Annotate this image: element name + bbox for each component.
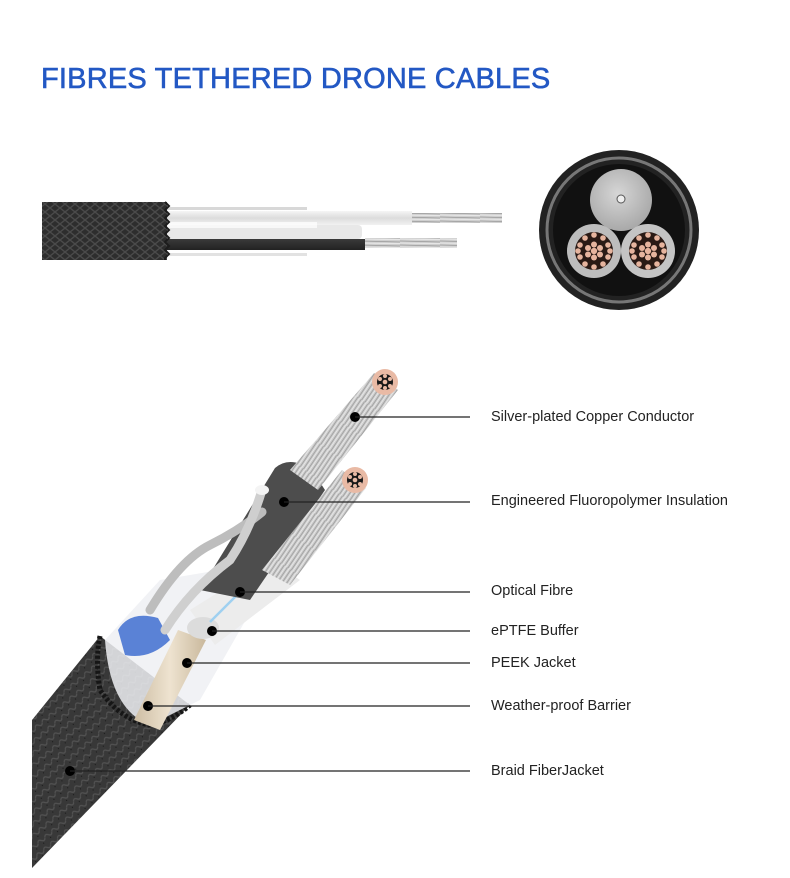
- leader-insulation: [279, 497, 470, 507]
- exploded-view: [32, 369, 398, 868]
- label-peek-jacket: PEEK Jacket: [491, 655, 576, 671]
- label-weather-proof-barrier: Weather-proof Barrier: [491, 698, 631, 714]
- label-silver-plated-copper-conductor: Silver-plated Copper Conductor: [491, 409, 695, 425]
- leader-optical-fibre: [235, 587, 470, 597]
- copper-core-right: [621, 224, 675, 278]
- side-view: [42, 201, 502, 260]
- leader-conductor: [350, 412, 470, 422]
- copper-core-left: [567, 224, 621, 278]
- leader-eptfe-buffer: [207, 626, 470, 636]
- leader-peek-jacket: [182, 658, 470, 668]
- label-eptfe-buffer: ePTFE Buffer: [491, 623, 579, 639]
- page-title: FIBRES TETHERED DRONE CABLES: [41, 63, 551, 96]
- leader-weather-barrier: [143, 701, 470, 711]
- callout-leaders: [65, 412, 470, 776]
- label-engineered-fluoropolymer-insulation: Engineered Fluoropolymer Insulation: [491, 493, 728, 509]
- leader-braid-jacket: [65, 766, 470, 776]
- cross-section: [539, 150, 699, 310]
- label-braid-fiberjacket: Braid FiberJacket: [491, 763, 604, 779]
- label-optical-fibre: Optical Fibre: [491, 583, 574, 599]
